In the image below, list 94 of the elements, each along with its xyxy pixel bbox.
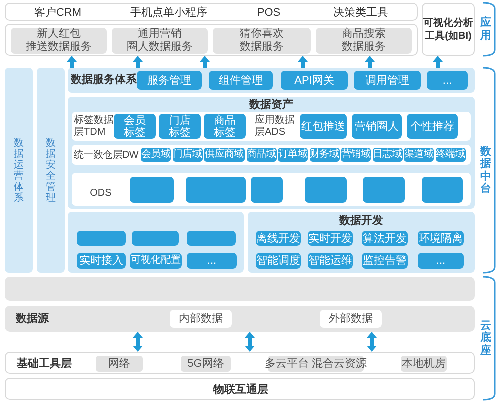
module-tile: 环境隔离	[418, 231, 464, 246]
section-panel	[68, 97, 475, 209]
layer-group-label: 应用	[480, 17, 492, 42]
column-label: 数据安全管理	[46, 138, 56, 204]
layer-band	[5, 277, 475, 301]
layer-label: 基础工具层	[17, 356, 72, 372]
module-tile: 会员标签	[114, 114, 156, 139]
section-panel	[68, 212, 244, 273]
section-panel	[248, 212, 475, 273]
module-tile: 营销圈人	[352, 114, 402, 139]
module-tile: 会员域	[141, 148, 171, 162]
module-tile: 智能调度	[256, 253, 301, 269]
module-tile: 可视化配置	[130, 253, 182, 269]
row-panel	[72, 173, 471, 206]
module-tile: 组件管理	[209, 71, 273, 90]
arrow	[365, 56, 375, 68]
module-tile: 实时开发	[308, 231, 353, 246]
module-tile: 营销域	[341, 148, 371, 162]
module-tile	[132, 231, 179, 246]
service-tile: 猜你喜欢数据服务	[213, 28, 311, 54]
module-tile	[187, 231, 236, 246]
layer-panel	[5, 352, 475, 374]
service-tile: 新人红包推送数据服务	[11, 28, 107, 54]
module-tile: 红包推送	[300, 114, 347, 139]
module-tile	[251, 177, 283, 203]
row-label: 统一数仓层DW	[74, 148, 139, 162]
layer-panel	[5, 378, 475, 400]
double-arrow	[367, 332, 377, 352]
row-label: 标签数据层TDM	[74, 114, 114, 138]
module-tile: 服务管理	[137, 71, 202, 90]
module-tile: ...	[427, 71, 468, 90]
source-tile: 内部数据	[170, 310, 232, 328]
module-tile: 离线开发	[256, 231, 301, 246]
module-tile: 调用管理	[354, 71, 421, 90]
section-panel	[37, 68, 65, 273]
section-panel	[5, 68, 33, 273]
module-tile	[422, 177, 463, 203]
channel-label: 客户CRM	[34, 6, 82, 21]
module-tile: 监控告警	[362, 253, 408, 269]
arrow	[67, 56, 77, 68]
column-label: 数据运营体系	[14, 138, 24, 204]
channel-label: POS	[257, 6, 281, 21]
module-tile: 门店标签	[159, 114, 201, 139]
module-tile: 算法开发	[362, 231, 408, 246]
double-arrow	[133, 332, 143, 352]
layer-label: 数据服务体系	[71, 72, 137, 88]
module-tile: 日志域	[372, 148, 402, 162]
tool-panel: 可视化分析工具(如BI)	[422, 3, 475, 56]
module-tile: 财务域	[310, 148, 340, 162]
resource-tile: 网络	[96, 356, 143, 372]
double-arrow	[245, 332, 255, 352]
module-tile	[77, 231, 126, 246]
arrow	[298, 56, 308, 68]
module-tile	[363, 177, 405, 203]
row-label: ODS	[90, 186, 112, 200]
module-tile: 终端域	[436, 148, 466, 162]
section-panel	[68, 68, 475, 93]
arrow	[200, 56, 210, 68]
layer-label: 物联互通层	[214, 382, 268, 398]
layer-panel	[5, 24, 418, 56]
section-heading: 数据开发	[340, 214, 384, 229]
resource-tile: 本地机房	[401, 356, 447, 372]
module-tile: ...	[418, 253, 464, 269]
service-tile: 商品搜索数据服务	[316, 28, 412, 54]
arrow	[133, 56, 143, 68]
resource-tile: 5G网络	[181, 356, 231, 372]
layer-group-label: 数据中台	[480, 146, 492, 195]
module-tile: 渠道域	[404, 148, 434, 162]
row-label: 应用数据层ADS	[255, 114, 295, 138]
section-heading: 数据资产	[250, 98, 294, 113]
module-tile: 门店域	[172, 148, 202, 162]
row-panel	[72, 145, 471, 165]
row-panel	[72, 112, 471, 141]
module-tile: 个性推荐	[407, 114, 458, 139]
module-tile: API网关	[281, 71, 348, 90]
module-tile: 商品域	[246, 148, 276, 162]
channel-label: 决策类工具	[334, 6, 388, 21]
source-tile: 外部数据	[320, 310, 382, 328]
arrow	[433, 56, 443, 68]
layer-panel	[5, 3, 418, 21]
channel-label: 手机点单小程序	[130, 6, 208, 21]
module-tile: 供应商域	[204, 148, 245, 162]
module-tile: 商品标签	[204, 114, 246, 139]
layer-band	[5, 306, 475, 332]
module-tile: 智能运维	[308, 253, 353, 269]
service-tile: 通用营销圈人数据服务	[112, 28, 208, 54]
module-tile	[186, 177, 246, 203]
module-tile: 实时接入	[77, 253, 126, 269]
module-tile	[305, 177, 347, 203]
module-tile: ...	[187, 253, 237, 269]
module-tile	[130, 177, 174, 203]
module-tile: 订单域	[278, 148, 308, 162]
layer-label: 数据源	[16, 312, 49, 327]
layer-group-label: 云底座	[480, 320, 492, 357]
